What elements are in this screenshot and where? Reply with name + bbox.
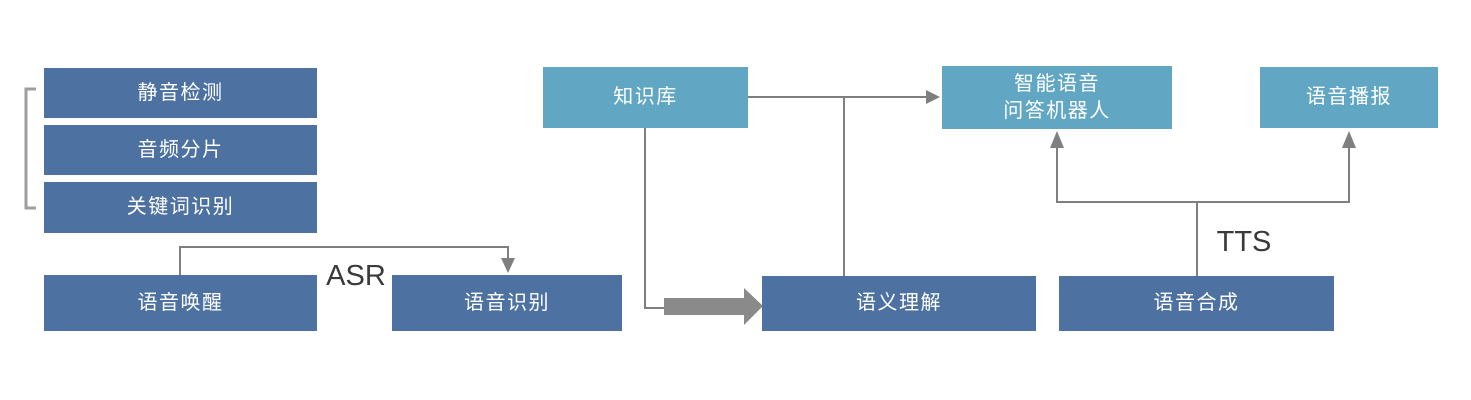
node-knowledge-base: 知识库 xyxy=(543,67,748,128)
node-silence-detection: 静音检测 xyxy=(44,68,317,118)
node-voice-broadcast: 语音播报 xyxy=(1260,67,1438,128)
node-voice-wakeup: 语音唤醒 xyxy=(44,275,317,331)
node-keyword-recognition: 关键词识别 xyxy=(44,182,317,233)
node-semantic-understanding-label: 语义理解 xyxy=(856,292,942,314)
asr-connector-line xyxy=(179,246,509,275)
node-speech-recognition: 语音识别 xyxy=(392,275,622,331)
tts-to-broadcast-arrowhead-icon xyxy=(1342,131,1356,148)
node-voice-broadcast-label: 语音播报 xyxy=(1306,86,1392,108)
node-voice-wakeup-label: 语音唤醒 xyxy=(137,291,224,314)
node-speech-recognition-label: 语音识别 xyxy=(464,291,550,314)
thick-flow-arrow-icon xyxy=(664,288,763,325)
kb-to-semantic-line xyxy=(644,128,667,309)
node-speech-synthesis: 语音合成 xyxy=(1059,276,1334,331)
node-silence-detection-label: 静音检测 xyxy=(137,81,224,104)
node-speech-synthesis-label: 语音合成 xyxy=(1153,292,1240,314)
tts-edge-label: TTS xyxy=(1216,226,1272,258)
node-semantic-understanding: 语义理解 xyxy=(762,276,1036,331)
asr-arrowhead-icon xyxy=(501,258,515,273)
tts-to-qa-arrowhead-icon xyxy=(1050,131,1064,148)
node-keyword-recognition-label: 关键词识别 xyxy=(126,196,235,218)
node-qa-robot-label-line2: 问答机器人 xyxy=(1003,99,1111,122)
node-knowledge-base-label: 知识库 xyxy=(613,86,678,108)
node-audio-slicing: 音频分片 xyxy=(44,125,317,175)
asr-edge-label: ASR xyxy=(326,260,386,292)
node-audio-slicing-label: 音频分片 xyxy=(137,138,224,161)
group-bracket xyxy=(24,87,36,210)
node-qa-robot-label-line1: 智能语音 xyxy=(1014,72,1100,95)
kb-to-qa-arrowhead-icon xyxy=(926,90,940,104)
node-qa-robot: 智能语音 问答机器人 xyxy=(942,66,1172,129)
